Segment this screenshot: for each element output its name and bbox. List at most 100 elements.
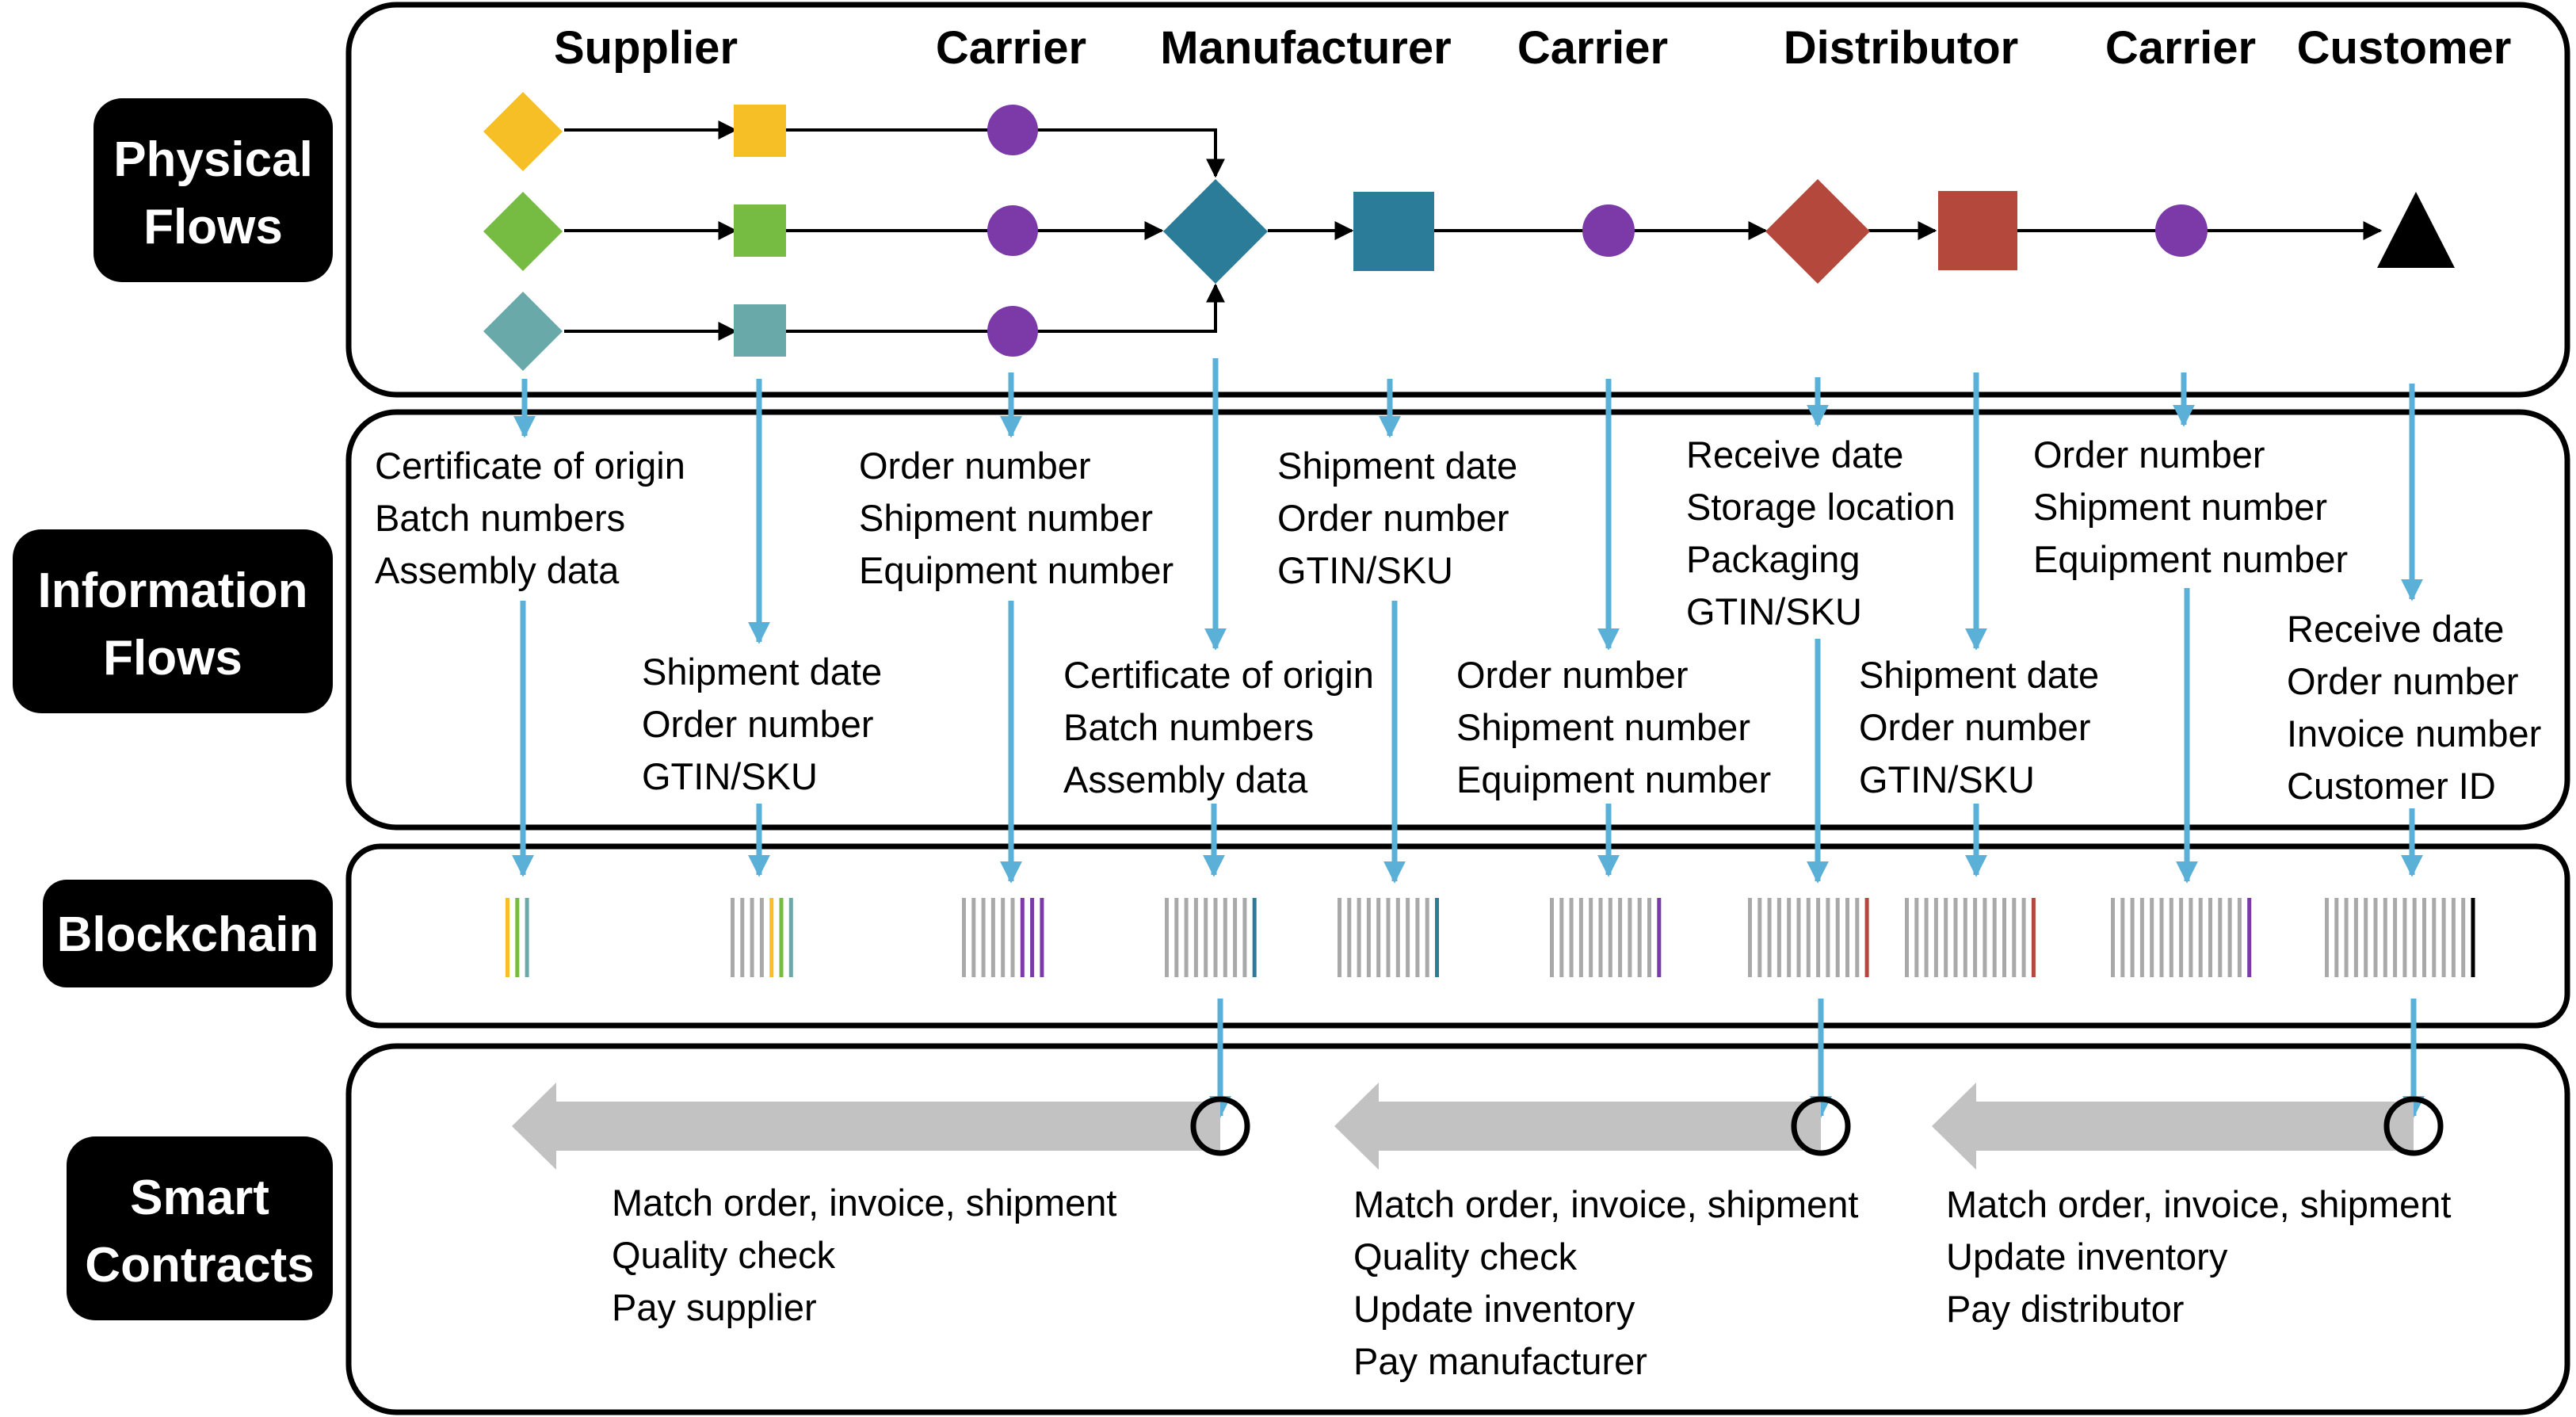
info-line: Batch numbers	[375, 497, 625, 539]
block-stripe	[2461, 898, 2466, 977]
information-flows-panel	[345, 409, 2570, 831]
block-stripe	[750, 898, 754, 977]
block-stripe	[1165, 898, 1169, 977]
block-stripe-colored	[525, 898, 529, 977]
block-stripe	[1953, 898, 1958, 977]
block-stripe-colored	[2031, 898, 2036, 977]
info-line: Invoice number	[2287, 712, 2541, 754]
info-line: Order number	[859, 445, 1091, 487]
row-label-line: Blockchain	[57, 907, 319, 962]
block-stripe	[2012, 898, 2017, 977]
block-stripe	[1174, 898, 1179, 977]
block-stripe	[1963, 898, 1967, 977]
block-stripe	[1010, 898, 1015, 977]
block-stripe	[2334, 898, 2339, 977]
contract-arrow	[1932, 1083, 2444, 1170]
blockchain-panel	[345, 843, 2570, 1029]
block-stripe	[2451, 898, 2456, 977]
block-stripe-colored	[1864, 898, 1869, 977]
circle-icon	[2155, 204, 2208, 257]
block-stripe	[1204, 898, 1208, 977]
blockchain-block	[1338, 898, 1439, 977]
info-line: Shipment number	[1456, 706, 1750, 748]
contract-line: Match order, invoice, shipment	[1353, 1183, 1858, 1225]
block-stripe	[2169, 898, 2173, 977]
block-stripe-colored	[506, 898, 509, 977]
info-line: Receive date	[2287, 608, 2504, 650]
contract-line: Match order, invoice, shipment	[612, 1182, 1116, 1224]
block-stripe	[2432, 898, 2437, 977]
blockchain-block	[2111, 898, 2252, 977]
block-stripe	[1357, 898, 1361, 977]
contract-arrow	[512, 1083, 1250, 1170]
block-stripe	[759, 898, 764, 977]
contract-group: Match order, invoice, shipment Quality c…	[612, 1182, 1116, 1328]
information-flow-texts: Certificate of origin Batch numbers Asse…	[375, 434, 2541, 807]
info-line: Storage location	[1686, 486, 1956, 528]
block-stripe	[1425, 898, 1429, 977]
diamond-icon	[1765, 179, 1870, 284]
block-stripe	[2325, 898, 2329, 977]
block-stripe	[2218, 898, 2223, 977]
row-label-line: Contracts	[85, 1238, 314, 1293]
info-line: Certificate of origin	[375, 445, 685, 487]
block-stripe	[1395, 898, 1400, 977]
info-line: Equipment number	[2033, 538, 2348, 580]
info-line: Shipment date	[642, 651, 882, 693]
physical-flow-lines	[564, 120, 2383, 341]
row-label-line: Flows	[143, 200, 283, 254]
info-line: Certificate of origin	[1063, 654, 1374, 696]
blockchain-block	[731, 898, 793, 977]
info-group: Receive date Order number Invoice number…	[2287, 608, 2541, 807]
info-line: Order number	[642, 703, 874, 745]
block-stripe	[1193, 898, 1198, 977]
block-stripe	[2412, 898, 2417, 977]
block-stripe-colored	[788, 898, 793, 977]
stage-header-distributor: Distributor	[1784, 22, 2018, 74]
stage-headers: Supplier Carrier Manufacturer Carrier Di…	[554, 22, 2511, 74]
block-stripe	[2227, 898, 2232, 977]
block-stripe	[981, 898, 986, 977]
info-line: Shipment number	[2033, 486, 2327, 528]
block-stripe	[1569, 898, 1574, 977]
block-stripe	[1406, 898, 1410, 977]
block-stripe	[1589, 898, 1593, 977]
smart-contracts-panel	[345, 1043, 2570, 1415]
diamond-icon	[483, 292, 563, 371]
info-line: Assembly data	[375, 549, 620, 591]
triangle-icon	[2377, 192, 2455, 268]
info-group: Certificate of origin Batch numbers Asse…	[1063, 654, 1374, 800]
smart-contract-arrows	[512, 1083, 2444, 1170]
block-stripe-colored	[2247, 898, 2252, 977]
block-stripe	[971, 898, 976, 977]
contract-line: Update inventory	[1946, 1236, 2228, 1278]
row-label-line: Physical	[113, 132, 313, 187]
cyan-connectors	[512, 358, 2425, 1118]
block-stripe	[990, 898, 995, 977]
info-line: Packaging	[1686, 538, 1860, 580]
contract-arrow	[1334, 1083, 1851, 1170]
row-label-line: Smart	[130, 1171, 269, 1225]
block-stripe	[1992, 898, 1997, 977]
info-line: Equipment number	[1456, 758, 1771, 800]
stage-header-supplier: Supplier	[554, 22, 738, 74]
blockchain-block	[1905, 898, 2036, 977]
info-line: Equipment number	[859, 549, 1174, 591]
contract-trigger-icon	[2383, 1096, 2444, 1156]
contract-trigger-icon	[1791, 1096, 1851, 1156]
block-stripe	[2159, 898, 2164, 977]
block-stripe	[1598, 898, 1603, 977]
block-stripe	[1973, 898, 1978, 977]
block-stripe-colored	[1040, 898, 1044, 977]
block-stripe	[1806, 898, 1811, 977]
block-stripe	[1983, 898, 1987, 977]
block-stripe	[1787, 898, 1792, 977]
square-icon	[734, 204, 786, 257]
block-stripe	[1347, 898, 1352, 977]
row-label-information-flows: Information Flows	[13, 529, 333, 713]
block-stripe	[2383, 898, 2387, 977]
blockchain-block	[506, 898, 529, 977]
info-line: Customer ID	[2287, 765, 2496, 807]
block-stripe	[1826, 898, 1830, 977]
info-group: Order number Shipment number Equipment n…	[1456, 654, 1771, 800]
